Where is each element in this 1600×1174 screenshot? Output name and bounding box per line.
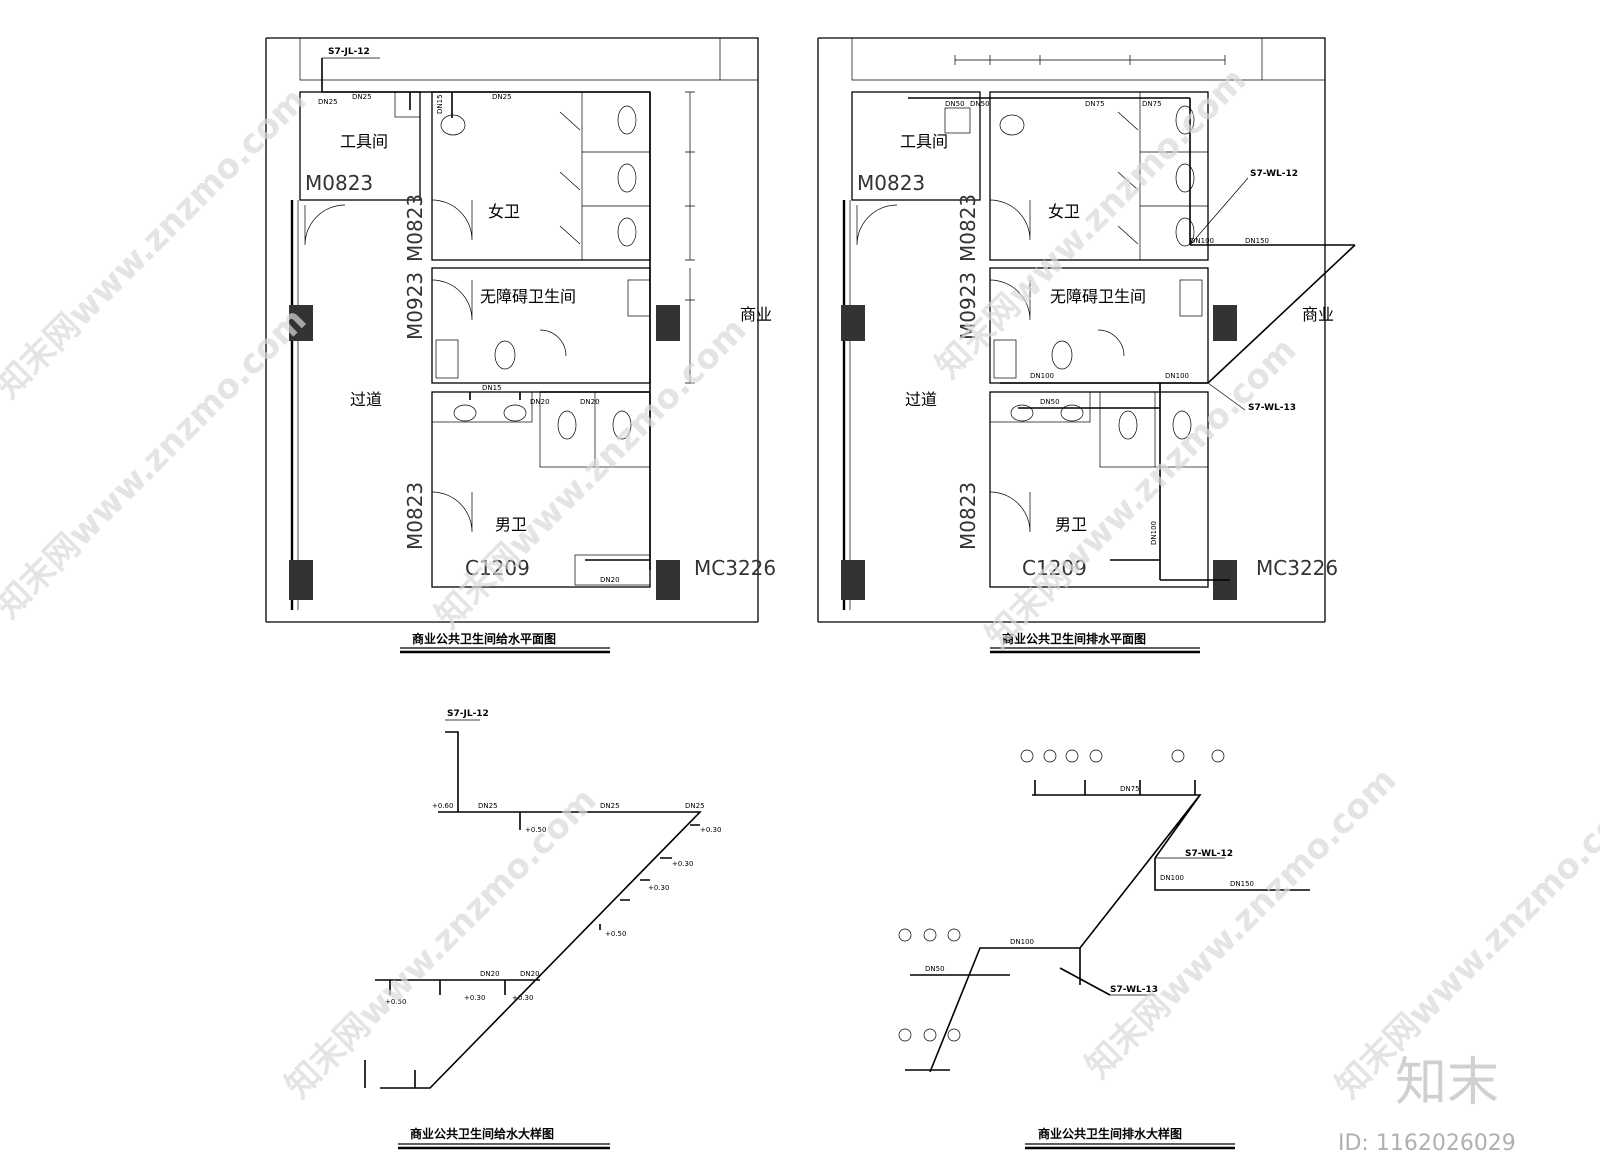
supply-plan-pipe-dn20-c: DN20 [600,576,620,584]
drain-plan-pipe-dn100-d: DN100 [1150,521,1158,545]
drain-plan-pipe-dn100-b: DN100 [1030,372,1054,380]
drain-plan-riser-a: S7-WL-12 [1250,169,1298,179]
drain-plan-pipe-dn50-c: DN50 [1040,398,1060,406]
drain-detail-dn50: DN50 [925,965,945,973]
supply-plan-title: 商业公共卫生间给水平面图 [412,631,556,646]
supply-plan-pipe-dn20-b: DN20 [580,398,600,406]
supply-detail-dn25-c: DN25 [685,802,705,810]
drain-detail-dn150: DN150 [1230,880,1254,888]
drain-plan-shop: 商业 [1302,305,1334,324]
drain-plan-pipe-dn100-c: DN100 [1165,372,1189,380]
supply-plan-pipe-dn15-a: DN15 [436,94,444,114]
supply-detail-elev-030-b: +0.30 [672,860,693,868]
drain-plan-door-c1209: C1209 [1022,556,1087,580]
supply-detail-title: 商业公共卫生间给水大样图 [410,1126,554,1141]
drain-plan-door-m0823-v: M0823 [956,194,980,262]
supply-plan-door-m0823-top: M0823 [305,171,373,195]
watermark-text-8: 知末网www.znzmo.com [278,780,604,1106]
supply-detail-elev-060: +0.60 [432,802,453,810]
drain-detail-riser-b: S7-WL-13 [1110,985,1158,995]
supply-plan: S7-JL-12 工具间 女卫 无障碍卫生间 男卫 过道 商业 M0823 M0… [265,37,776,654]
drain-plan-door-m0823-bottom: M0823 [956,482,980,550]
supply-detail-elev-030-e: +0.30 [512,994,533,1002]
drain-plan-pipe-dn50-b: DN50 [970,100,990,108]
supply-plan-door-m0823-v: M0823 [403,194,427,262]
drain-plan-door-m0823-top: M0823 [857,171,925,195]
supply-plan-pipe-dn20-a: DN20 [530,398,550,406]
drain-plan-pipe-dn75-b: DN75 [1142,100,1162,108]
watermarks: 知末网www.znzmo.com 知末网www.znzmo.com 知末网www… [0,60,1600,1106]
supply-plan-door-m0823-bottom: M0823 [403,482,427,550]
drain-detail-dn100-b: DN100 [1010,938,1034,946]
supply-detail-elev-050-a: +0.50 [525,826,546,834]
supply-detail-elev-030-c: +0.30 [648,884,669,892]
supply-plan-female-room: 女卫 [488,202,520,221]
supply-detail-elev-030-a: +0.30 [700,826,721,834]
drain-plan-title: 商业公共卫生间排水平面图 [1002,631,1146,646]
drain-plan-pipe-dn150: DN150 [1245,237,1269,245]
supply-plan-pipe-dn25-c: DN25 [492,93,512,101]
drain-plan-female-room: 女卫 [1048,202,1080,221]
supply-plan-accessible-room: 无障碍卫生间 [480,287,576,306]
drain-plan: S7-WL-12 S7-WL-13 工具间 女卫 无障碍卫生间 男卫 过道 商业… [817,37,1356,654]
drain-plan-riser-b: S7-WL-13 [1248,403,1296,413]
watermark-logo: 知末 [1395,1053,1499,1113]
drain-detail-dn75: DN75 [1120,785,1140,793]
supply-detail-dn20-b: DN20 [520,970,540,978]
drain-plan-door-m0923: M0923 [956,272,980,340]
watermark-text-5: 知末网www.znzmo.com [978,330,1304,656]
drain-detail: S7-WL-12 S7-WL-13 DN75 DN100 DN100 DN150… [898,749,1310,1150]
watermark-text-6: 知末网www.znzmo.com [1078,760,1404,1086]
drain-detail-title: 商业公共卫生间排水大样图 [1038,1126,1182,1141]
drain-plan-corridor: 过道 [905,390,937,409]
supply-plan-door-m0923: M0923 [403,272,427,340]
drain-plan-accessible-room: 无障碍卫生间 [1050,287,1146,306]
drain-plan-pipe-dn100-a: DN100 [1190,237,1214,245]
supply-plan-shop: 商业 [740,305,772,324]
watermark-id: ID: 1162026029 [1338,1131,1516,1156]
supply-plan-riser: S7-JL-12 [328,47,370,57]
drain-plan-tool-room: 工具间 [900,132,948,151]
drain-detail-dn100-a: DN100 [1160,874,1184,882]
drain-plan-pipe-dn75-a: DN75 [1085,100,1105,108]
supply-detail-riser: S7-JL-12 [447,709,489,719]
supply-plan-door-mc3226: MC3226 [694,556,776,580]
supply-plan-corridor: 过道 [350,390,382,409]
supply-detail-dn25-b: DN25 [600,802,620,810]
drain-plan-door-mc3226: MC3226 [1256,556,1338,580]
supply-plan-pipe-dn15-b: DN15 [482,384,502,392]
drain-plan-pipe-dn50-a: DN50 [945,100,965,108]
supply-detail-elev-050-b: +0.50 [605,930,626,938]
supply-plan-tool-room: 工具间 [340,132,388,151]
supply-detail-elev-030-d: +0.30 [464,994,485,1002]
supply-detail-dn20-a: DN20 [480,970,500,978]
supply-plan-pipe-dn25-b: DN25 [352,93,372,101]
supply-plan-male-room: 男卫 [495,515,527,534]
supply-detail: S7-JL-12 +0.60 +0.50 +0.30 +0.30 +0.30 +… [364,709,721,1150]
supply-plan-door-c1209: C1209 [465,556,530,580]
supply-detail-dn25-a: DN25 [478,802,498,810]
supply-plan-pipe-dn25-a: DN25 [318,98,338,106]
drain-plan-male-room: 男卫 [1055,515,1087,534]
supply-detail-elev-050-c: +0.50 [385,998,406,1006]
drain-detail-riser-a: S7-WL-12 [1185,849,1233,859]
